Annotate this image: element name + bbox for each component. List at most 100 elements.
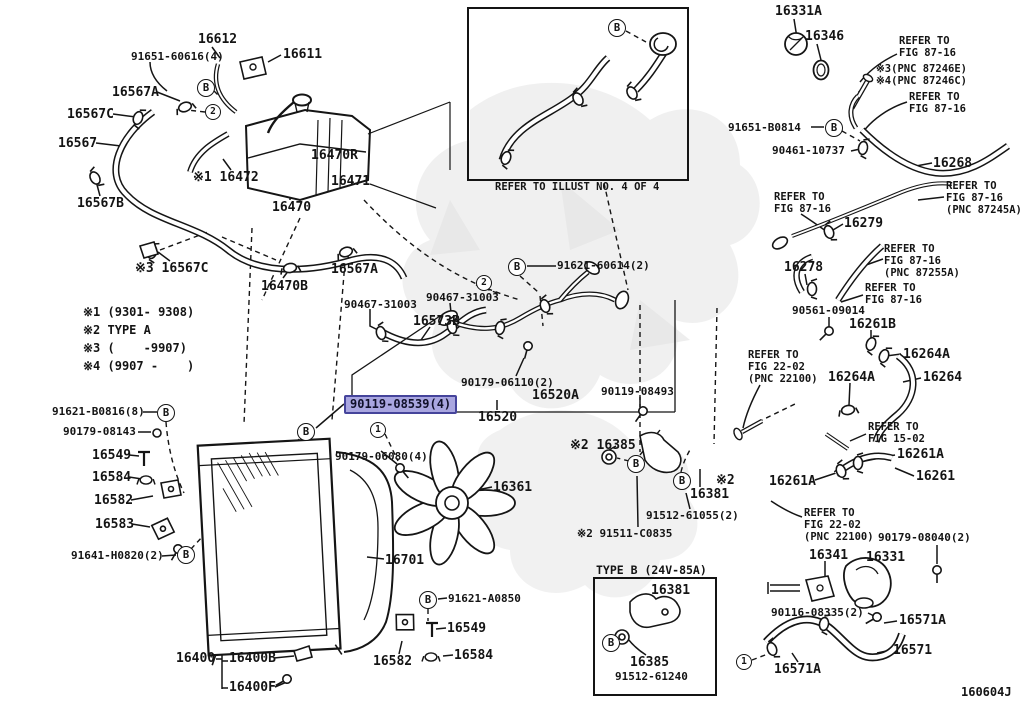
circled-2-marker: 2 <box>205 104 221 120</box>
part-label: 16278 <box>784 260 824 275</box>
part-label: 16571A <box>774 662 821 677</box>
part-label: 16583 <box>95 517 135 532</box>
refer-label: REFER TO FIG 87-16 <box>909 91 966 116</box>
circled-1-marker: 1 <box>370 422 386 438</box>
refer-label: ※3(PNC 87246E) <box>876 63 967 75</box>
small-parts-art <box>85 98 943 690</box>
refer-label: REFER TO FIG 87-16 <box>899 35 956 60</box>
part-label: 16611 <box>283 47 323 62</box>
hose-art <box>112 109 487 347</box>
type-b-title: TYPE B (24V-85A) <box>596 563 707 577</box>
circled-2-marker: 2 <box>476 275 492 291</box>
part-label: 16567C <box>67 107 114 122</box>
part-label: 16573B <box>413 314 460 329</box>
circled-b-marker: B <box>627 455 645 473</box>
part-label: 16268 <box>933 156 973 171</box>
part-label: ※2 <box>716 473 735 488</box>
circled-b-marker: B <box>197 79 215 97</box>
part-label: 16567B <box>77 196 124 211</box>
refer-label: ※4(PNC 87246C) <box>876 75 967 87</box>
note-label: ※2 TYPE A <box>83 323 151 337</box>
part-label: 91641-H0820(2) <box>71 549 164 562</box>
refer-label: REFER TO FIG 22-02 (PNC 22100) <box>748 349 818 386</box>
circled-b-marker: B <box>508 258 526 276</box>
part-label: 16701 <box>385 553 425 568</box>
part-label: 16341 <box>809 548 849 563</box>
circled-b-marker: B <box>177 546 195 564</box>
part-label: 91651-60616(4) <box>131 50 224 63</box>
part-label: 16470 <box>272 200 312 215</box>
part-label: 90179-08040(2) <box>878 531 971 544</box>
part-label: 16584 <box>92 470 132 485</box>
part-label: 16331 <box>866 550 906 565</box>
part-label: 16549 <box>447 621 487 636</box>
part-label: 16582 <box>373 654 413 669</box>
circled-b-marker: B <box>419 591 437 609</box>
part-label: 16279 <box>844 216 884 231</box>
refer-label: REFER TO FIG 87-16 (PNC 87255A) <box>884 243 960 280</box>
part-label: 16261 <box>916 469 956 484</box>
part-label: 16567 <box>58 136 98 151</box>
circled-1-marker: 1 <box>736 654 752 670</box>
refer-label: REFER TO FIG 15-02 <box>868 421 925 446</box>
part-label: 90179-06080(4) <box>335 450 428 463</box>
highlighted-part-label[interactable]: 90119-08539(4) <box>344 395 458 414</box>
circled-b-marker: B <box>673 472 691 490</box>
part-label: 90179-06110(2) <box>461 376 554 389</box>
part-label: 16470B <box>261 279 308 294</box>
right-pipes-art <box>733 32 1011 662</box>
part-label: 91621-A0850 <box>448 592 521 605</box>
part-label: 90467-31003 <box>344 298 417 311</box>
part-label: 16331A <box>775 4 822 19</box>
fan-art <box>393 440 516 566</box>
part-label: 16470R <box>311 148 358 163</box>
dashed-leader-lines <box>159 30 869 661</box>
part-label: 16264 <box>923 370 963 385</box>
inset-illustration-box <box>467 7 689 181</box>
part-label: ※2 91511-C0835 <box>577 527 673 540</box>
part-label: 16385 <box>630 655 670 670</box>
part-label: 91512-61240 <box>615 670 688 683</box>
leader-lines <box>95 18 945 689</box>
part-label: 16582 <box>94 493 134 508</box>
part-label: 16261B <box>849 317 896 332</box>
refer-label: REFER TO FIG 87-16 <box>865 282 922 307</box>
refer-label: REFER TO FIG 87-16 <box>774 191 831 216</box>
part-label: 91512-61055(2) <box>646 509 739 522</box>
part-label: 16261A <box>897 447 944 462</box>
part-label: ※2 16385 <box>570 438 636 453</box>
part-label: 90561-09014 <box>792 304 865 317</box>
part-label: 16264A <box>828 370 875 385</box>
part-label: 16346 <box>805 29 845 44</box>
part-label: 16400 <box>176 651 216 666</box>
part-label: 16520A <box>532 388 579 403</box>
reservoir-tank-art <box>213 56 451 209</box>
circled-b-marker: B <box>157 404 175 422</box>
part-label: 16400B <box>229 651 276 666</box>
note-label: ※4 (9907 - ) <box>83 359 195 373</box>
note-label: ※1 (9301- 9308) <box>83 305 195 319</box>
part-label: 16381 <box>651 583 691 598</box>
part-label: 90179-08143 <box>63 425 136 438</box>
part-label: 90461-10737 <box>772 144 845 157</box>
inset-caption: REFER TO ILLUST NO. 4 OF 4 <box>495 181 660 193</box>
part-label: 90119-08493 <box>601 385 674 398</box>
part-label: 91621-60614(2) <box>557 259 650 272</box>
circled-b-marker: B <box>297 423 315 441</box>
part-label: 16584 <box>454 648 494 663</box>
part-label: 91621-B0816(8) <box>52 405 145 418</box>
part-label: 16400F <box>229 680 276 695</box>
part-label: 16471 <box>331 174 371 189</box>
note-label: ※3 ( -9907) <box>83 341 187 355</box>
part-label: 16361 <box>493 480 533 495</box>
inset-art <box>497 32 677 170</box>
part-label: ※1 16472 <box>193 170 259 185</box>
diagram-code: 160604J <box>961 685 1012 699</box>
fan-shroud-art <box>335 451 395 653</box>
part-label: 90467-31003 <box>426 291 499 304</box>
part-label: 16549 <box>92 448 132 463</box>
part-label: 90116-08335(2) <box>771 606 864 619</box>
